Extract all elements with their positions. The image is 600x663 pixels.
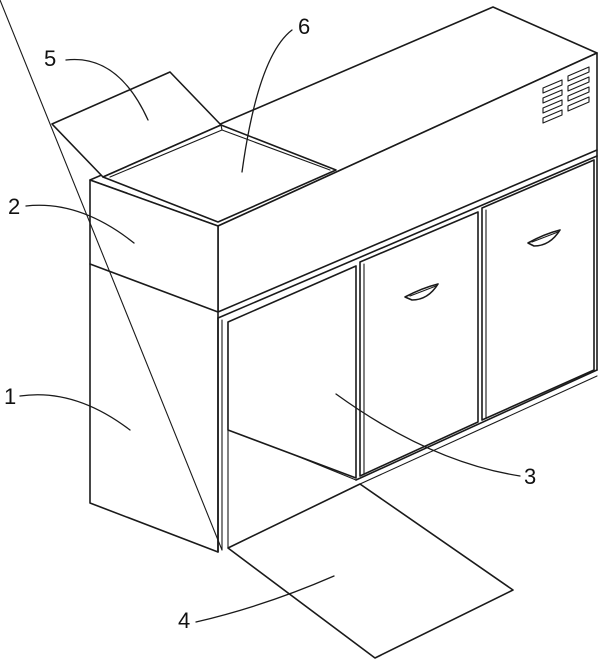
callout-6: 6 <box>298 14 310 39</box>
leader-line-4 <box>195 575 335 623</box>
leader-line-2 <box>25 204 135 244</box>
handle-icon <box>404 283 439 301</box>
leader-line-3 <box>335 393 521 477</box>
callout-4: 4 <box>178 608 190 633</box>
callout-1: 1 <box>4 384 16 409</box>
ramp-plate <box>227 483 514 659</box>
leader-line-5 <box>65 58 149 121</box>
vent-grille-icon <box>542 66 590 124</box>
door-panel-left <box>227 265 357 479</box>
handle-icon <box>527 229 561 247</box>
cabinet-left-side <box>89 179 219 553</box>
storage-well <box>102 124 337 223</box>
door-panel-right <box>481 159 595 421</box>
callout-3: 3 <box>524 464 536 489</box>
bottom-rail-inner <box>359 375 598 485</box>
bottom-rail <box>355 369 598 481</box>
top-band-divider <box>89 263 219 313</box>
callout-5: 5 <box>44 46 56 71</box>
door-panel-middle <box>359 211 479 477</box>
callout-2: 2 <box>8 194 20 219</box>
leader-line-1 <box>19 394 131 431</box>
frame-post-left <box>217 317 223 553</box>
leader-line-6 <box>241 29 293 173</box>
lower-beam-line <box>217 155 598 319</box>
